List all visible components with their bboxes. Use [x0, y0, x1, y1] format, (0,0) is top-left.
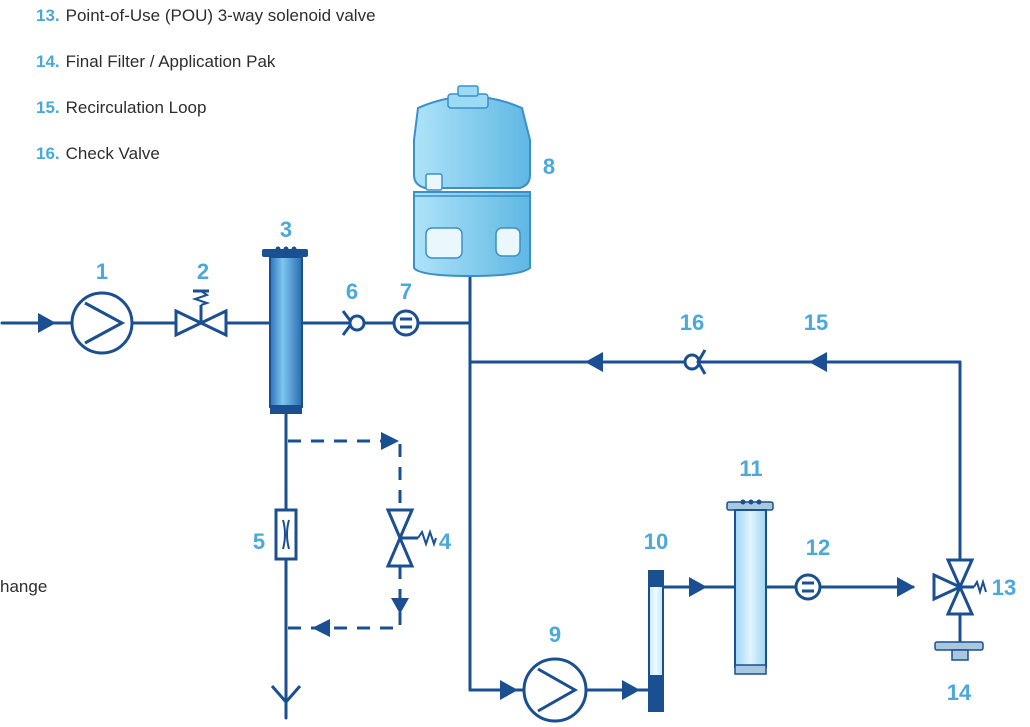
flow-arrow-to-pump	[500, 680, 518, 700]
pump-1	[70, 291, 134, 355]
label-12: 12	[806, 535, 830, 560]
restrictor-5	[274, 508, 298, 561]
flow-arrow-to-cartridge	[689, 577, 707, 597]
label-6: 6	[346, 279, 358, 304]
label-15: 15	[804, 310, 828, 335]
label-14: 14	[947, 680, 972, 705]
pump-9	[522, 657, 588, 723]
conductivity-cell-7	[392, 309, 420, 337]
legend-item-15: 15.Recirculation Loop	[36, 98, 207, 117]
flow-arrow-loop-left	[585, 352, 603, 372]
label-8: 8	[543, 154, 555, 179]
flow-arrow-bypass-return	[312, 619, 330, 637]
legend-item-14: 14.Final Filter / Application Pak	[36, 52, 276, 71]
bypass-dashed-pipe	[288, 439, 402, 630]
cut-off-text: hange	[0, 577, 48, 596]
meter-10	[648, 570, 664, 712]
flow-arrow-bypass-top	[381, 432, 399, 450]
check-valve-16	[683, 349, 707, 375]
valve-4	[385, 508, 437, 568]
label-1: 1	[96, 259, 108, 284]
label-3: 3	[280, 217, 292, 242]
flow-arrow-loop-right	[809, 352, 827, 372]
final-filter-14	[934, 641, 984, 661]
flow-arrow-to-meter	[622, 680, 640, 700]
valve-2	[174, 289, 228, 338]
label-10: 10	[644, 529, 668, 554]
label-7: 7	[400, 279, 412, 304]
flow-arrow-to-valve	[897, 577, 915, 597]
drain-icon	[270, 685, 302, 705]
label-16: 16	[680, 310, 704, 335]
label-13: 13	[992, 575, 1016, 600]
flow-arrow-inlet	[38, 313, 56, 333]
legend-item-13: 13.Point-of-Use (POU) 3-way solenoid val…	[36, 6, 376, 25]
label-9: 9	[549, 622, 561, 647]
flow-arrows	[38, 313, 915, 700]
reservoir-tank-8	[413, 85, 531, 278]
label-5: 5	[253, 529, 265, 554]
label-4: 4	[439, 529, 452, 554]
label-2: 2	[197, 259, 209, 284]
pipes	[0, 266, 962, 720]
legend-item-16: 16.Check Valve	[36, 144, 160, 163]
conductivity-cell-12	[794, 573, 822, 601]
cartridge-3	[262, 246, 308, 414]
label-11: 11	[739, 456, 762, 481]
cartridge-11	[726, 499, 774, 675]
flow-arrow-bypass-down	[391, 598, 409, 614]
component-labels: 1 2 3 4 5 6 7 8 9 10 11 12 13 14 15 16	[96, 154, 1016, 705]
check-valve-6	[341, 310, 366, 336]
valve-13	[932, 558, 987, 616]
